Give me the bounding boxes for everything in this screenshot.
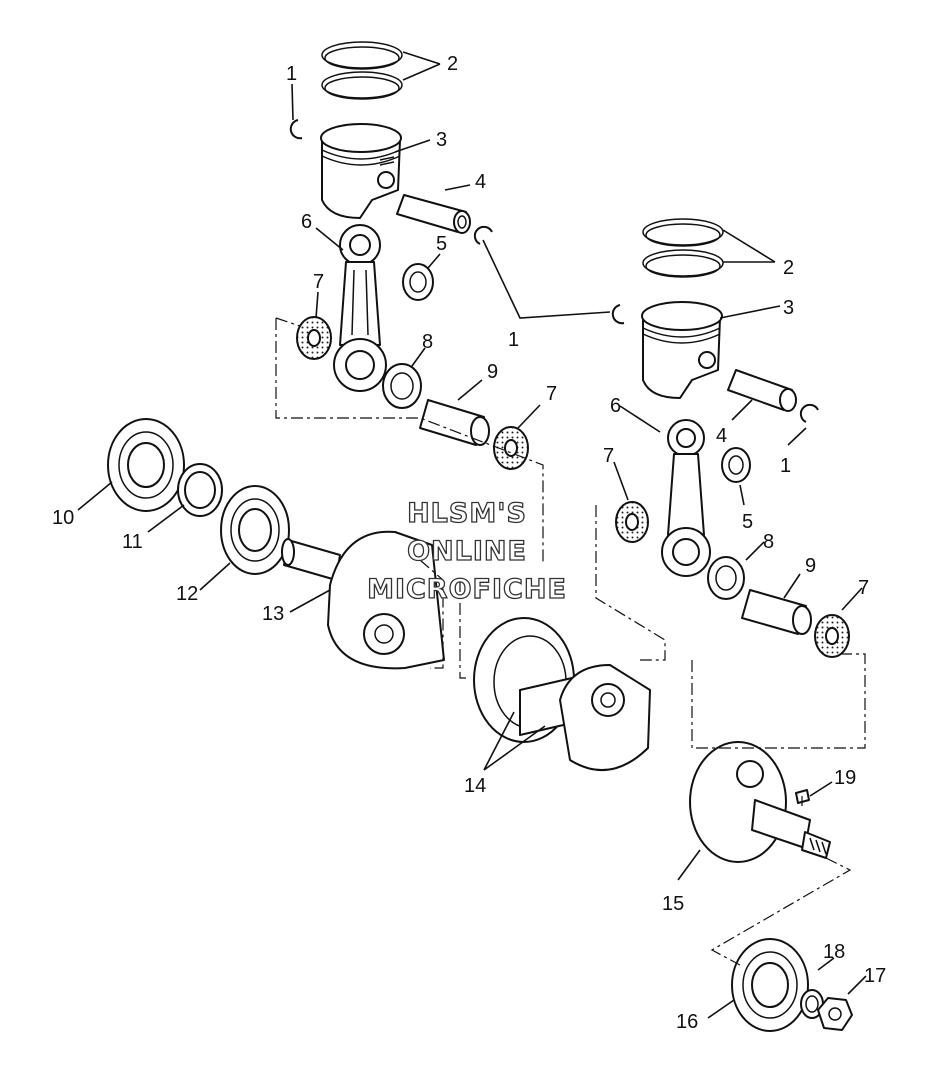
circlip-right-1	[611, 304, 625, 325]
callout-7: 7	[546, 383, 557, 405]
callout-12: 12	[176, 583, 198, 605]
callout-5: 5	[742, 511, 753, 533]
leader-lines	[77, 51, 867, 1019]
callout-13: 13	[262, 603, 284, 625]
callout-2: 2	[783, 257, 794, 279]
callout-3: 3	[436, 129, 447, 151]
piston-rings-left	[321, 41, 403, 100]
nut-17	[817, 997, 853, 1031]
callout-6: 6	[301, 211, 312, 233]
callout-10: 10	[52, 507, 74, 529]
callout-1: 1	[780, 455, 791, 477]
callout-4: 4	[475, 171, 486, 193]
callout-6: 6	[610, 395, 621, 417]
small-end-bearing-right	[721, 447, 751, 483]
piston-right	[641, 301, 723, 399]
main-bearing-10	[107, 418, 185, 512]
watermark-line-3: MICROFICHE	[367, 574, 567, 605]
watermark: HLSM'S ONLINE MICROFICHE	[366, 497, 567, 605]
circlip-right-2	[799, 403, 819, 423]
crank-pin-right	[741, 589, 812, 635]
small-end-bearing-left	[402, 263, 434, 301]
thrust-washer-left-1	[296, 316, 332, 360]
callout-17: 17	[864, 965, 886, 987]
callout-11: 11	[122, 531, 143, 553]
main-bearing-12	[220, 485, 290, 575]
connecting-rod-left	[333, 224, 387, 392]
thrust-washer-left-2	[493, 426, 529, 470]
callout-8: 8	[763, 531, 774, 553]
piston-pin-right	[727, 369, 797, 412]
callout-9: 9	[805, 555, 816, 577]
callout-1: 1	[286, 63, 297, 85]
callout-16: 16	[676, 1011, 698, 1033]
callout-15: 15	[662, 893, 684, 915]
main-bearing-16	[731, 938, 809, 1032]
seal-ring-11	[177, 463, 223, 517]
callout-7: 7	[858, 577, 869, 599]
callout-14: 14	[464, 775, 486, 797]
callout-7: 7	[313, 271, 324, 293]
callout-5: 5	[436, 233, 447, 255]
callout-1: 1	[508, 329, 519, 351]
thrust-washer-right-2	[814, 614, 850, 658]
crank-center-14	[473, 617, 651, 772]
crank-half-13	[281, 530, 445, 670]
piston-pin-left	[396, 194, 471, 234]
big-end-bearing-right	[707, 556, 745, 600]
crank-half-15	[689, 741, 831, 863]
callout-9: 9	[487, 361, 498, 383]
assembly-lines	[275, 239, 866, 966]
callouts: 1 2 3 4 5 6 7 8 9 7 10 11 12 13 1 2 3 6 …	[52, 53, 886, 1033]
piston-left	[320, 123, 402, 219]
callout-4: 4	[716, 425, 727, 447]
circlip-left-2	[473, 225, 493, 245]
piston-rings-right	[642, 218, 724, 278]
watermark-line-2: ONLINE	[407, 536, 527, 567]
circlip-left-1	[289, 119, 303, 140]
callout-3: 3	[783, 297, 794, 319]
crank-pin-left	[419, 399, 490, 446]
callout-19: 19	[834, 767, 856, 789]
big-end-bearing-left	[382, 363, 422, 409]
callout-2: 2	[447, 53, 458, 75]
callout-7: 7	[603, 445, 614, 467]
callout-18: 18	[823, 941, 845, 963]
connecting-rod-right	[661, 419, 711, 577]
callout-8: 8	[422, 331, 433, 353]
watermark-line-1: HLSM'S	[407, 498, 527, 529]
thrust-washer-right-1	[615, 501, 649, 543]
